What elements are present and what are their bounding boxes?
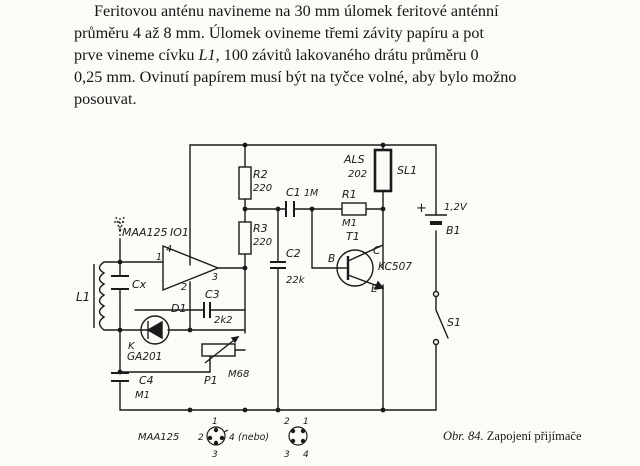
pinout-pin4: 4 bbox=[229, 433, 235, 443]
label-r2: R2 bbox=[253, 168, 268, 181]
paragraph-line-4: 0,25 mm. Ovinutí papírem musí být na tyč… bbox=[74, 68, 517, 86]
label-l1: L1 bbox=[76, 290, 90, 304]
label-t1: T1 bbox=[346, 230, 360, 243]
ic-amplifier-icon bbox=[162, 244, 220, 292]
paragraph-line-2: průměru 4 až 8 mm. Úlomek ovineme třemi … bbox=[74, 24, 484, 42]
speaker-sl1-icon bbox=[373, 148, 393, 193]
label-cx: Cx bbox=[132, 278, 147, 291]
antenna-icon bbox=[114, 216, 126, 240]
label-pin3: 3 bbox=[212, 272, 218, 283]
pinout-alt-pin4: 4 bbox=[303, 450, 309, 460]
label-p1: P1 bbox=[204, 374, 218, 387]
label-b1: B1 bbox=[446, 224, 461, 237]
pinout-alt-icon bbox=[288, 426, 308, 446]
label-pin2: 2 bbox=[181, 282, 187, 293]
label-c2-value: 22k bbox=[286, 275, 306, 286]
label-c4-value: M1 bbox=[135, 390, 150, 401]
label-battery-plus: + bbox=[416, 201, 427, 216]
label-c1-value: 1M bbox=[304, 188, 318, 199]
label-c4: C4 bbox=[139, 374, 154, 387]
pinout-pin3: 3 bbox=[212, 450, 218, 460]
junction-dots bbox=[117, 142, 386, 413]
label-maa125: MAA125 bbox=[122, 226, 168, 239]
figure-number: Obr. 84. bbox=[443, 429, 484, 443]
label-r3: R3 bbox=[253, 222, 268, 235]
label-b-pin: B bbox=[328, 253, 335, 265]
coil-reference: L1 bbox=[198, 46, 216, 64]
label-m68: M68 bbox=[228, 369, 249, 380]
pinout-nebo: (nebo) bbox=[238, 432, 269, 443]
label-kc507: KC507 bbox=[378, 261, 412, 273]
transistor-t1-icon bbox=[336, 244, 385, 290]
figure-caption-text: Zapojení přijímače bbox=[483, 429, 582, 443]
paragraph-line-3-end: , 100 závitů lakovaného drátu průměru 0 bbox=[215, 46, 479, 64]
label-sl1: SL1 bbox=[397, 164, 417, 177]
schematic-wires bbox=[103, 144, 449, 411]
label-battery-voltage: 1,2V bbox=[444, 202, 468, 213]
capacitor-cx-icon bbox=[111, 275, 129, 290]
label-c2: C2 bbox=[286, 247, 301, 260]
paragraph-line-3: prve vineme cívku L1, 100 závitů lakovan… bbox=[74, 44, 640, 66]
paragraph-line-1: Feritovou anténu navineme na 30 mm úlome… bbox=[94, 2, 499, 20]
coil-l1-icon bbox=[93, 261, 106, 331]
switch-s1-icon bbox=[432, 290, 440, 346]
body-paragraph: Feritovou anténu navineme na 30 mm úlome… bbox=[74, 0, 640, 110]
label-e-pin: E bbox=[371, 283, 378, 295]
pinout-ic-icon bbox=[206, 426, 229, 446]
label-pin1: 1 bbox=[156, 252, 162, 263]
label-r1: R1 bbox=[342, 188, 357, 201]
label-io1: IO1 bbox=[170, 226, 189, 239]
capacitor-c3-icon bbox=[203, 302, 211, 318]
label-k: K bbox=[128, 341, 136, 352]
label-r1-value: M1 bbox=[342, 218, 357, 229]
label-c1: C1 bbox=[286, 186, 301, 199]
capacitor-c2-icon bbox=[270, 261, 286, 269]
battery-b1-icon bbox=[425, 214, 447, 225]
label-s1: S1 bbox=[447, 316, 461, 329]
label-r3-value: 220 bbox=[253, 237, 272, 248]
label-c3: C3 bbox=[205, 288, 220, 301]
paragraph-line-5: posouvat. bbox=[74, 90, 137, 108]
diode-d1-icon bbox=[140, 315, 170, 345]
pinout-alt-pin3: 3 bbox=[284, 450, 290, 460]
resistor-r3-icon bbox=[238, 221, 252, 255]
potentiometer-p1-icon bbox=[201, 336, 240, 364]
label-ga201: GA201 bbox=[127, 351, 162, 363]
label-c3-value: 2k2 bbox=[214, 315, 233, 326]
resistor-r2-icon bbox=[238, 166, 252, 200]
label-als: ALS bbox=[343, 153, 365, 166]
pinout-alt-pin1: 1 bbox=[303, 417, 309, 427]
paragraph-line-3-start: prve vineme cívku bbox=[74, 46, 199, 64]
capacitor-c1-icon bbox=[285, 201, 295, 217]
resistor-r1-icon bbox=[341, 202, 367, 216]
pinout-pin1: 1 bbox=[212, 417, 218, 427]
label-r2-value: 220 bbox=[253, 183, 272, 194]
pinout-ic-label: MAA125 bbox=[138, 432, 179, 443]
label-d1: D1 bbox=[171, 302, 186, 315]
label-c-pin: C bbox=[373, 245, 381, 257]
figure-caption: Obr. 84. Zapojení přijímače bbox=[443, 429, 582, 444]
label-pin4: 4 bbox=[166, 244, 172, 255]
pinout-alt-pin2: 2 bbox=[284, 417, 290, 427]
pinout-pin2: 2 bbox=[198, 433, 204, 443]
label-als-value: 202 bbox=[348, 169, 367, 180]
